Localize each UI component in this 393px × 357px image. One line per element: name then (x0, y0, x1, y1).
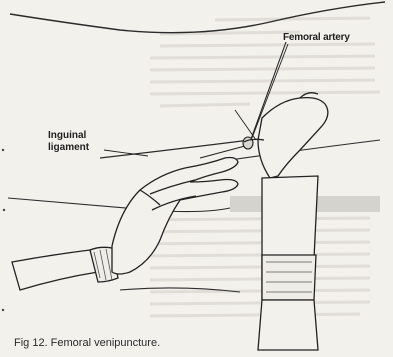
figure-caption: Fig 12. Femoral venipuncture. (14, 337, 160, 349)
label-inguinal-ligament: Inguinal ligament (48, 130, 104, 154)
label-femoral-artery: Femoral artery (283, 32, 350, 43)
